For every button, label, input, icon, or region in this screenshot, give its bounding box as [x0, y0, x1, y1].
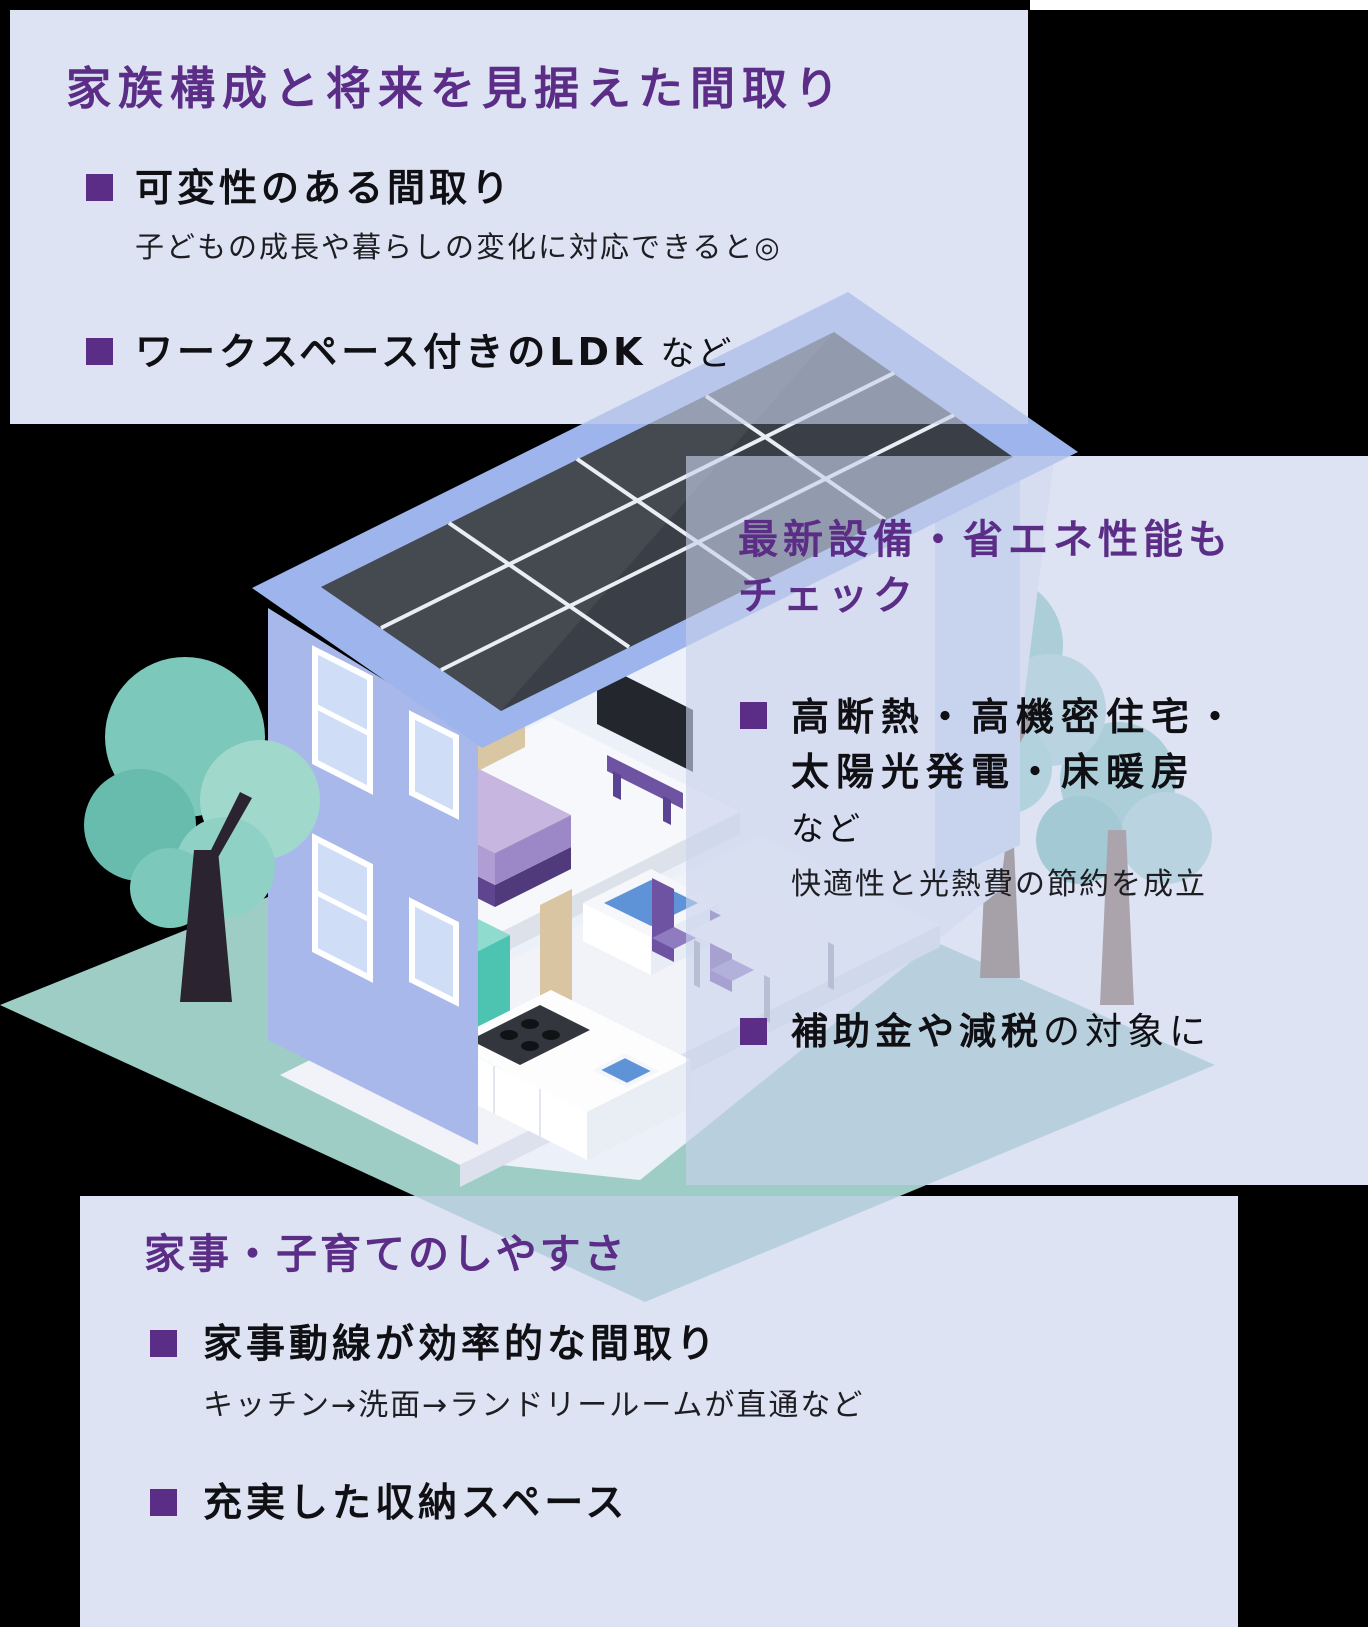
list-item: 補助金や減税の対象に [740, 1006, 1342, 1058]
top-right-white-strip [1030, 0, 1368, 10]
panel-housework-childcare-heading: 家事・子育てのしやすさ [144, 1230, 628, 1278]
panel-family-layout: 家族構成と将来を見据えた間取り 可変性のある間取り 子どもの成長や暮らしの変化に… [10, 10, 1028, 424]
left-tree [84, 657, 320, 1002]
item-title-suffix: の対象に [1043, 1010, 1211, 1054]
kitchen-sink [592, 1053, 660, 1088]
cooktop [470, 1005, 590, 1065]
item-title: 補助金や減税の対象に [791, 1006, 1211, 1058]
bullet-square-icon [740, 702, 767, 729]
item-title: ワークスペース付きのLDK など [135, 326, 734, 379]
panel-equipment-energy-heading: 最新設備・省エネ性能もチェック [738, 517, 1233, 619]
bathtub [583, 869, 719, 975]
chair [652, 878, 674, 962]
panel-family-layout-heading: 家族構成と将来を見据えた間取り [66, 62, 847, 115]
panel-housework-childcare: 家事・子育てのしやすさ 家事動線が効率的な間取り キッチン→洗面→ランドリールー… [80, 1196, 1238, 1627]
list-item: 充実した収納スペース [150, 1477, 1208, 1532]
item-title-text: 可変性のある間取り [135, 166, 514, 210]
list-item: 可変性のある間取り 子どもの成長や暮らしの変化に対応できると◎ [86, 162, 998, 268]
list-item: ワークスペース付きのLDK など [86, 326, 998, 379]
gable-wall [268, 608, 478, 1145]
bullet-square-icon [86, 337, 113, 365]
item-title-text: 補助金や減税 [791, 1010, 1043, 1054]
item-title: 可変性のある間取り [135, 162, 782, 215]
kitchen-counter [447, 990, 691, 1160]
bullet-square-icon [86, 174, 113, 201]
item-title: 高断熱・高機密住宅・太陽光発電・床暖房 [791, 695, 1242, 795]
item-title-suffix: など [791, 809, 863, 849]
item-desc: 快適性と光熱費の節約を成立 [791, 867, 1207, 903]
bath-water [604, 880, 698, 926]
bullet-square-icon [150, 1488, 177, 1516]
bullet-square-icon [740, 1018, 767, 1046]
list-item: 高断熱・高機密住宅・太陽光発電・床暖房 など 快適性と光熱費の節約を成立 [740, 690, 1342, 906]
tv-screen [597, 662, 693, 772]
bullet-square-icon [150, 1330, 177, 1357]
list-item: 家事動線が効率的な間取り キッチン→洗面→ランドリールームが直通など [150, 1318, 1208, 1427]
panel-equipment-energy: 最新設備・省エネ性能もチェック 高断熱・高機密住宅・太陽光発電・床暖房 など 快… [686, 456, 1368, 1185]
item-title: 充実した収納スペース [203, 1480, 629, 1526]
item-title-text: ワークスペース付きのLDK [135, 329, 647, 374]
item-desc: 子どもの成長や暮らしの変化に対応できると◎ [135, 230, 782, 265]
item-title: 家事動線が効率的な間取り [203, 1322, 720, 1367]
tv-stand [597, 662, 693, 825]
item-desc: キッチン→洗面→ランドリールームが直通など [203, 1387, 865, 1423]
item-title-suffix: など [646, 333, 735, 374]
